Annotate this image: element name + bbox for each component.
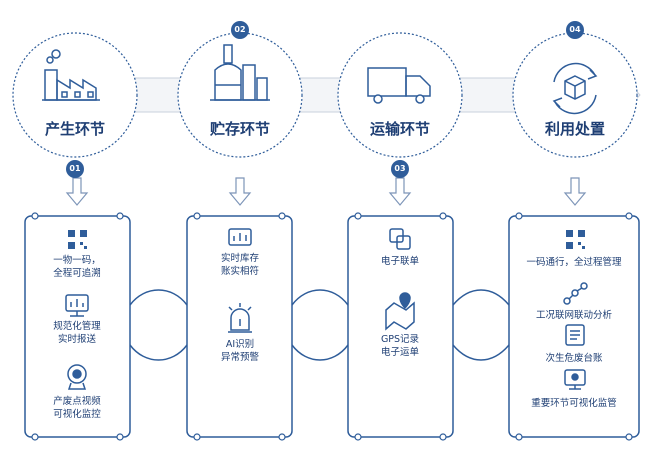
stage-number-1: 01 — [66, 160, 84, 178]
feature-text: 一物一码， 全程可追溯 — [53, 255, 101, 279]
stage-title-2: 贮存环节 — [209, 120, 270, 138]
panel-4-feature-3: 次生危废台账 — [499, 350, 649, 365]
feature-text: 次生危废台账 — [545, 353, 603, 364]
monitor-eye-icon — [564, 369, 586, 390]
panels — [24, 215, 640, 438]
panel-3-feature-1: 电子联单 — [325, 253, 475, 268]
feature-text: GPS记录 电子运单 — [380, 334, 420, 358]
linked-forms-icon — [389, 228, 411, 250]
panel-3-feature-2: GPS记录 电子运单 — [325, 331, 475, 359]
panel-dots — [31, 212, 633, 441]
feature-text: 重要环节可视化监管 — [531, 398, 617, 409]
map-pin-icon — [385, 292, 415, 331]
recycle-cube-icon — [552, 62, 598, 115]
feature-text: AI识别 异常预警 — [220, 339, 259, 363]
panel-2-feature-1: 实时库存 账实相符 — [165, 250, 315, 278]
factory-icon — [42, 49, 100, 101]
feature-text: 实时库存 账实相符 — [220, 253, 259, 277]
stage-title-3: 运输环节 — [369, 120, 430, 138]
panel-1-feature-3: 产废点视频 可视化监控 — [2, 393, 152, 421]
inventory-chart-icon — [228, 228, 252, 246]
panel-1-feature-1: 一物一码， 全程可追溯 — [2, 252, 152, 280]
stage-number-2: 02 — [231, 21, 249, 39]
qr-code-icon-2 — [566, 230, 585, 249]
monitor-report-icon — [65, 294, 89, 317]
storage-tank-icon — [210, 44, 270, 101]
feature-text: 工况联网联动分析 — [535, 310, 612, 321]
panel-1-feature-2: 规范化管理 实时报送 — [2, 318, 152, 346]
link-nodes-icon — [563, 282, 588, 305]
camera-icon — [67, 364, 87, 390]
stage-title-1: 产生环节 — [44, 120, 105, 138]
truck-icon — [367, 67, 431, 104]
panel-4-feature-1: 一码通行，全过程管理 — [499, 254, 649, 269]
stage-number-3: 03 — [391, 160, 409, 178]
feature-text: 一码通行，全过程管理 — [526, 257, 622, 268]
alarm-icon — [228, 303, 252, 333]
chain-connectors — [129, 289, 510, 361]
panel-4-feature-4: 重要环节可视化监管 — [499, 395, 649, 410]
panel-2-feature-2: AI识别 异常预警 — [165, 336, 315, 364]
panel-4-feature-2: 工况联网联动分析 — [499, 307, 649, 322]
ledger-icon — [565, 324, 585, 346]
stage-number-4: 04 — [566, 21, 584, 39]
feature-text: 产废点视频 可视化监控 — [53, 396, 101, 420]
feature-text: 电子联单 — [380, 256, 419, 267]
qr-code-icon — [68, 230, 87, 249]
stage-title-4: 利用处置 — [544, 120, 605, 138]
down-arrows — [65, 177, 587, 206]
feature-text: 规范化管理 实时报送 — [53, 321, 101, 345]
